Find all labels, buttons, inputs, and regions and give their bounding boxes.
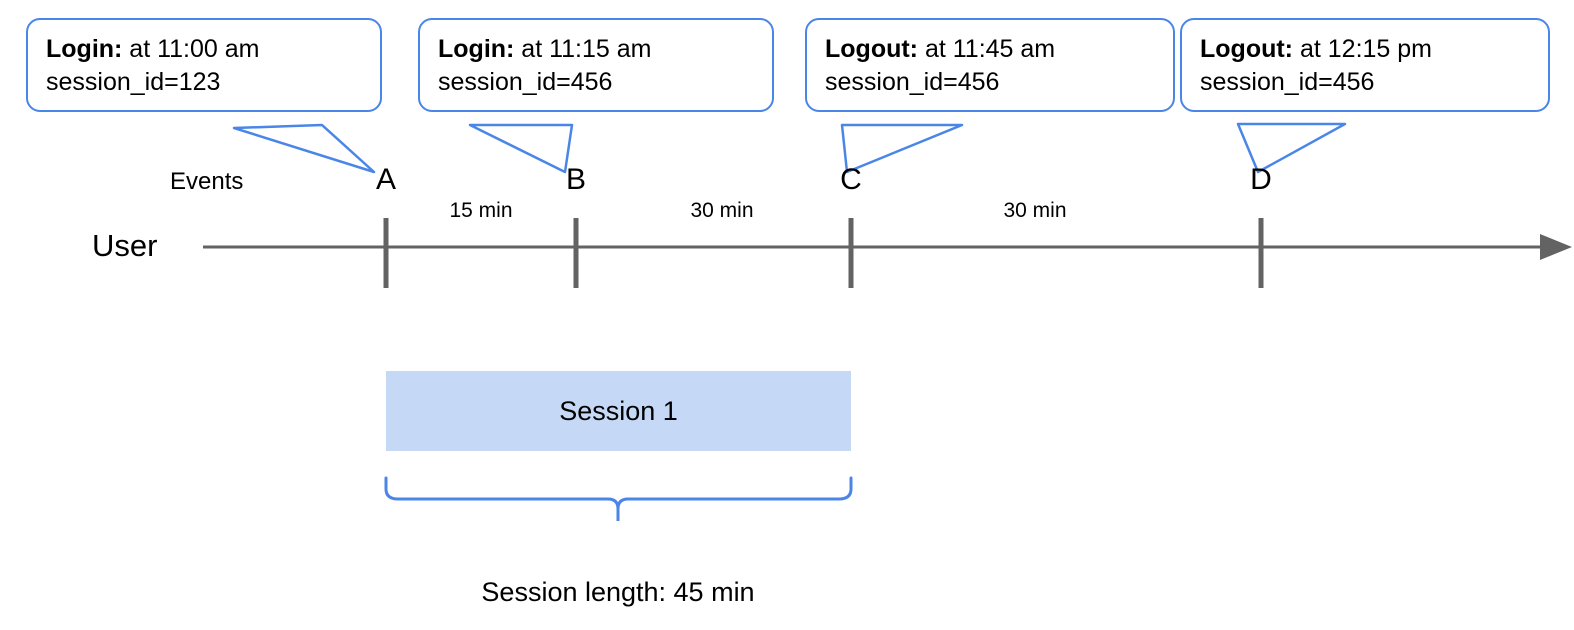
callout-c: Logout: at 11:45 am session_id=456 [805,18,1175,112]
callout-tail-c [840,123,964,174]
session-brace [384,476,853,521]
callout-b-line1: Login: at 11:15 am [438,33,756,66]
user-row-label: User [92,228,158,263]
callout-a-line1: Login: at 11:00 am [46,33,364,66]
interval-label-ab: 15 min [449,199,513,222]
callout-d-event: Logout: [1200,35,1294,63]
timeline-ticks [383,218,1264,288]
session-length-caption: Session length: 45 min [481,577,755,607]
callout-d-time: at 12:15 pm [1293,35,1432,63]
marker-label-d: D [1250,163,1272,196]
callout-a: Login: at 11:00 am session_id=123 [26,18,382,112]
callout-a-event: Login: [46,35,123,63]
session-bar: Session 1 [386,371,851,451]
callout-c-line1: Logout: at 11:45 am [825,33,1157,66]
callout-b: Login: at 11:15 am session_id=456 [418,18,774,112]
callout-tail-d [1236,122,1347,174]
callout-d-session: session_id=456 [1200,68,1375,97]
timeline-axis [203,234,1572,260]
marker-label-a: A [375,163,397,196]
callout-c-time: at 11:45 am [918,35,1056,63]
callout-a-session: session_id=123 [46,68,221,97]
callout-b-time: at 11:15 am [514,35,652,63]
marker-label-b: B [565,163,587,196]
callout-b-session: session_id=456 [438,68,613,97]
callout-tails [232,122,1347,174]
axis-arrowhead [1540,234,1572,260]
interval-label-cd: 30 min [1003,199,1067,222]
callout-tail-a [232,123,376,174]
callout-c-event: Logout: [825,35,919,63]
session-bar-label: Session 1 [559,395,678,426]
callout-d-line1: Logout: at 12:15 pm [1200,33,1532,66]
callout-d: Logout: at 12:15 pm session_id=456 [1180,18,1550,112]
callout-b-event: Login: [438,35,515,63]
marker-label-c: C [840,163,862,196]
callout-c-session: session_id=456 [825,68,1000,97]
events-row-label: Events [170,168,244,195]
interval-label-bc: 30 min [690,199,754,222]
callout-tail-b [468,123,574,174]
callout-a-time: at 11:00 am [122,35,260,63]
